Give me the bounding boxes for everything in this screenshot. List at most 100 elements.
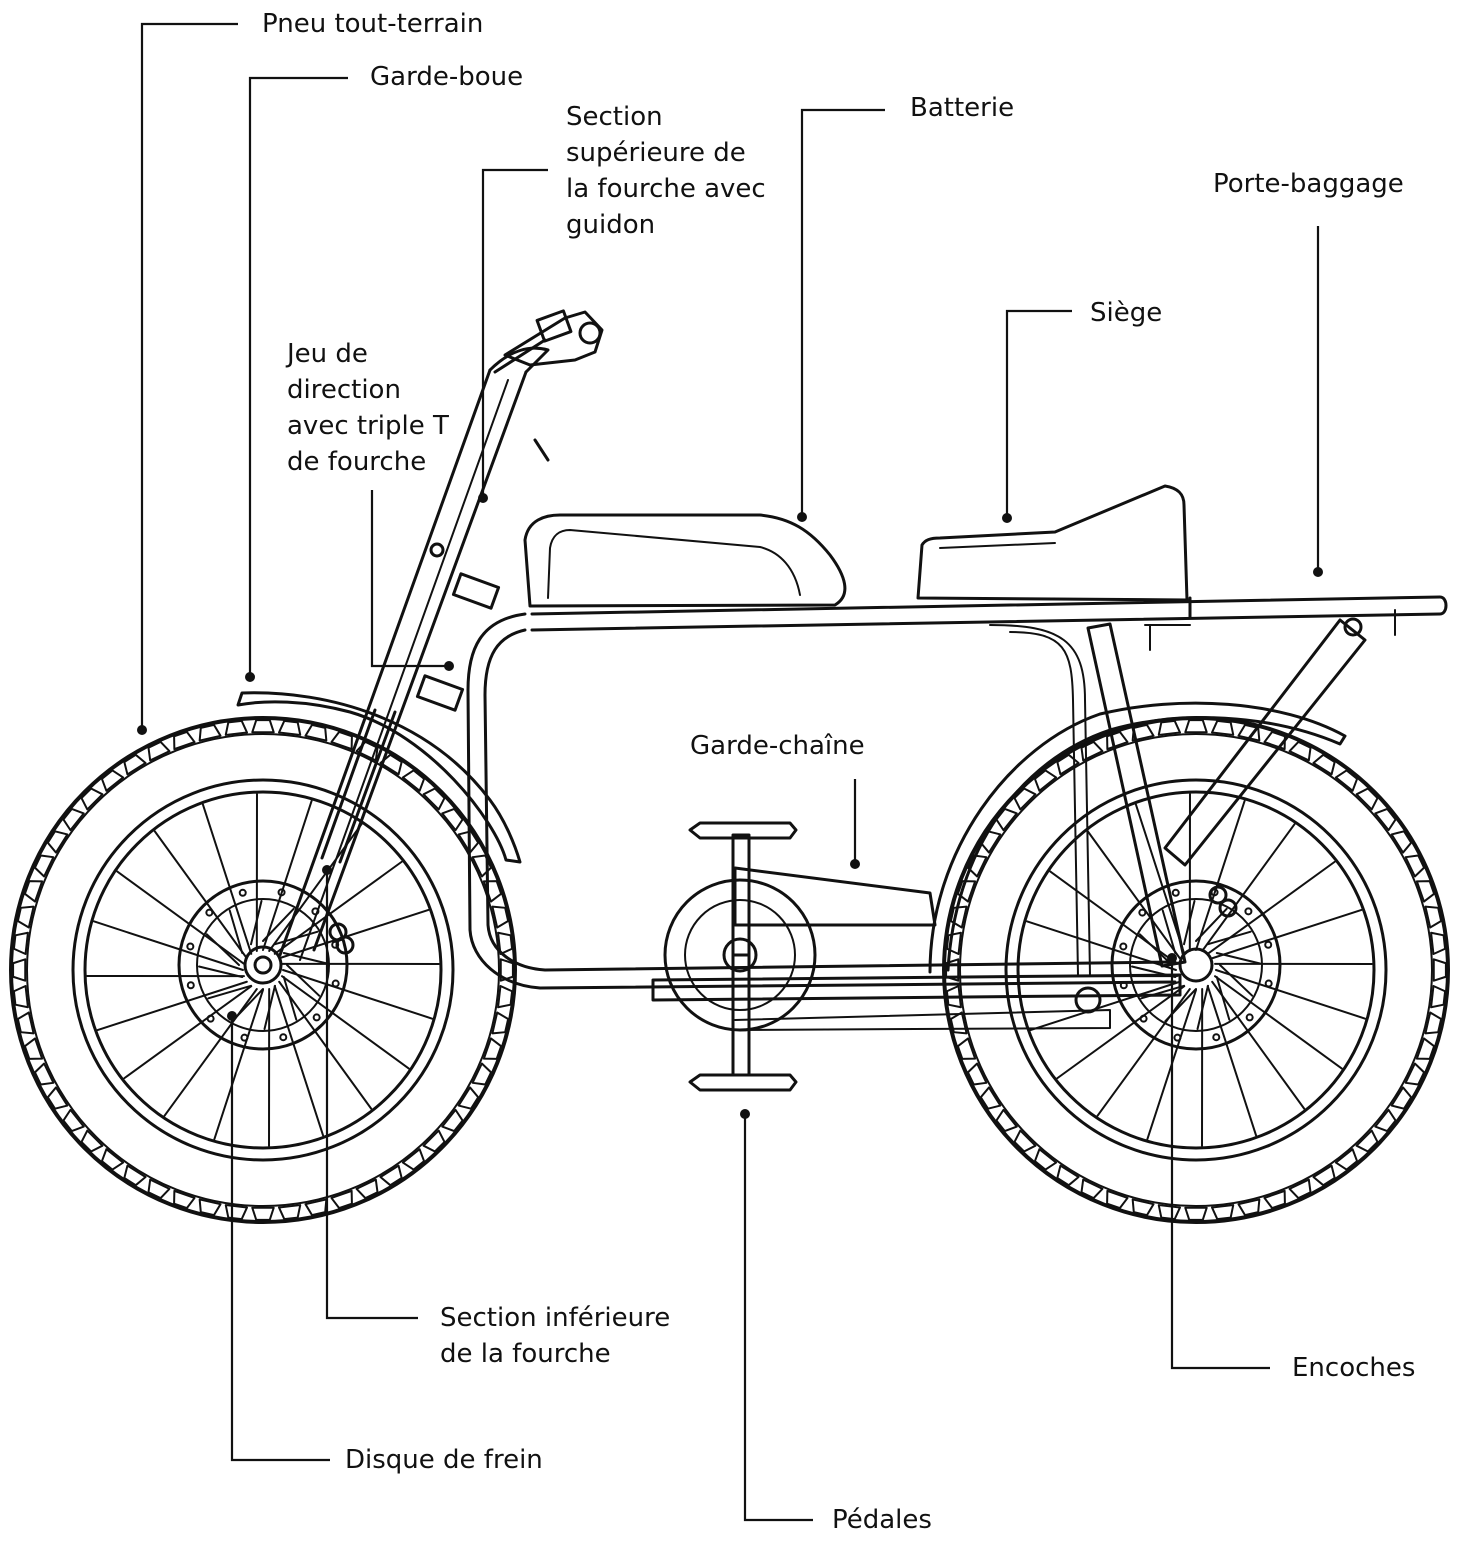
- tire-tread: [441, 807, 464, 832]
- label-section-inf-line-2: de la fourche: [440, 1339, 611, 1369]
- tire-tread: [1355, 787, 1379, 811]
- tire-tread: [1288, 1178, 1312, 1200]
- tire-tread: [12, 931, 29, 956]
- tire-tread: [471, 1062, 493, 1086]
- tire-tread: [1424, 1011, 1443, 1035]
- tire-tread: [1237, 1198, 1261, 1217]
- disc-arm: [1138, 933, 1173, 966]
- disc-hole: [312, 1013, 321, 1022]
- spoke: [1029, 980, 1181, 1032]
- label-disque: Disque de frein: [345, 1445, 543, 1475]
- label-jeu-direction-line-1: Jeu de: [287, 339, 368, 369]
- spoke: [163, 988, 258, 1117]
- tire-tread: [355, 1178, 379, 1200]
- leader-section-inf: [325, 872, 418, 1320]
- tire-tread: [62, 1108, 85, 1133]
- tire-tread: [1013, 787, 1037, 811]
- disc-arm: [286, 964, 321, 997]
- disc-arm: [205, 933, 240, 966]
- tire-tread: [123, 753, 147, 776]
- tire-tread: [471, 854, 493, 878]
- disc-arm: [231, 988, 264, 1023]
- spoke: [1195, 799, 1246, 951]
- frame: [466, 595, 1448, 1002]
- tire-tread: [1432, 958, 1447, 982]
- tire-tread: [1263, 730, 1286, 751]
- disc-arm: [263, 984, 276, 1030]
- spoke: [1201, 823, 1296, 952]
- dot-section-sup: [478, 493, 488, 503]
- leader-section-sup: [481, 168, 548, 496]
- tire-tread: [12, 984, 29, 1009]
- seat: [916, 484, 1189, 602]
- tire-tread: [966, 1062, 988, 1086]
- tire-tread: [80, 787, 104, 811]
- dot-garde-chaine: [850, 859, 860, 869]
- label-jeu-direction-line-4: de fourche: [287, 447, 427, 477]
- label-batterie: Batterie: [910, 93, 1015, 123]
- tire-tread: [330, 730, 353, 751]
- tire-tread: [1157, 719, 1182, 736]
- tire-tread: [33, 1062, 55, 1086]
- tire-tread: [1390, 1086, 1413, 1110]
- leader-batterie: [800, 108, 885, 515]
- tire-tread: [1033, 769, 1058, 792]
- tire-tread: [251, 1206, 275, 1221]
- tire-tread: [1424, 905, 1443, 929]
- tire-tread: [173, 1189, 196, 1210]
- disc-hole: [186, 981, 195, 990]
- disc-arm: [1161, 909, 1177, 954]
- disc-hole: [1173, 1033, 1182, 1042]
- label-section-inf: Section inférieure de la fourche: [440, 1300, 670, 1372]
- tire-tread: [1334, 1148, 1359, 1171]
- battery: [523, 513, 847, 608]
- rear-fender: [928, 701, 1347, 974]
- rear-rack: [1144, 596, 1396, 651]
- tire-tread: [1288, 740, 1312, 762]
- tire-tread: [1210, 719, 1235, 736]
- label-section-sup-line-2: supérieure de: [566, 138, 746, 168]
- leader-encoches: [1170, 960, 1270, 1370]
- dot-encoches: [1167, 953, 1177, 963]
- spoke: [262, 799, 313, 951]
- spoke: [213, 989, 264, 1141]
- tire-tread: [100, 769, 125, 792]
- tire-tread: [482, 1037, 503, 1060]
- spoke: [201, 803, 253, 955]
- tire-tread: [1430, 931, 1447, 956]
- leader-garde-boue: [248, 76, 348, 675]
- tire-tread: [224, 719, 249, 736]
- tire-tread: [379, 1164, 403, 1187]
- spoke: [1056, 985, 1186, 1080]
- tire-tread: [1056, 1164, 1080, 1187]
- label-jeu-direction-line-3: avec triple T: [287, 411, 449, 441]
- label-jeu-direction: Jeu de direction avec triple T de fourch…: [287, 336, 449, 480]
- tire-tread: [1312, 753, 1336, 776]
- spoke: [278, 980, 373, 1110]
- tire-tread: [1184, 1206, 1208, 1221]
- spoke: [273, 985, 325, 1137]
- tire-tread: [1415, 1037, 1436, 1060]
- disc-hole: [277, 888, 286, 897]
- disc-arm: [1219, 964, 1254, 997]
- tire-tread: [304, 723, 328, 742]
- dot-section-inf: [322, 865, 332, 875]
- tire-tread: [277, 719, 302, 736]
- disc-hole: [1245, 1013, 1254, 1022]
- label-section-inf-line-1: Section inférieure: [440, 1303, 671, 1333]
- tire-tread: [1390, 830, 1413, 854]
- dot-jeu-direction: [444, 661, 454, 671]
- tire-tread: [23, 1037, 44, 1060]
- triple-clamp: [415, 542, 501, 712]
- tire-tread: [1106, 730, 1129, 751]
- disc-hole: [1264, 940, 1273, 949]
- disc-hole: [205, 908, 214, 917]
- tire-tread: [277, 1204, 302, 1221]
- pedals: [688, 821, 798, 1092]
- tire-tread: [1404, 1062, 1426, 1086]
- tire-tread: [123, 1164, 147, 1187]
- label-encoches: Encoches: [1292, 1353, 1416, 1383]
- tire-tread: [956, 1037, 977, 1060]
- label-section-sup-line-1: Section: [566, 102, 663, 132]
